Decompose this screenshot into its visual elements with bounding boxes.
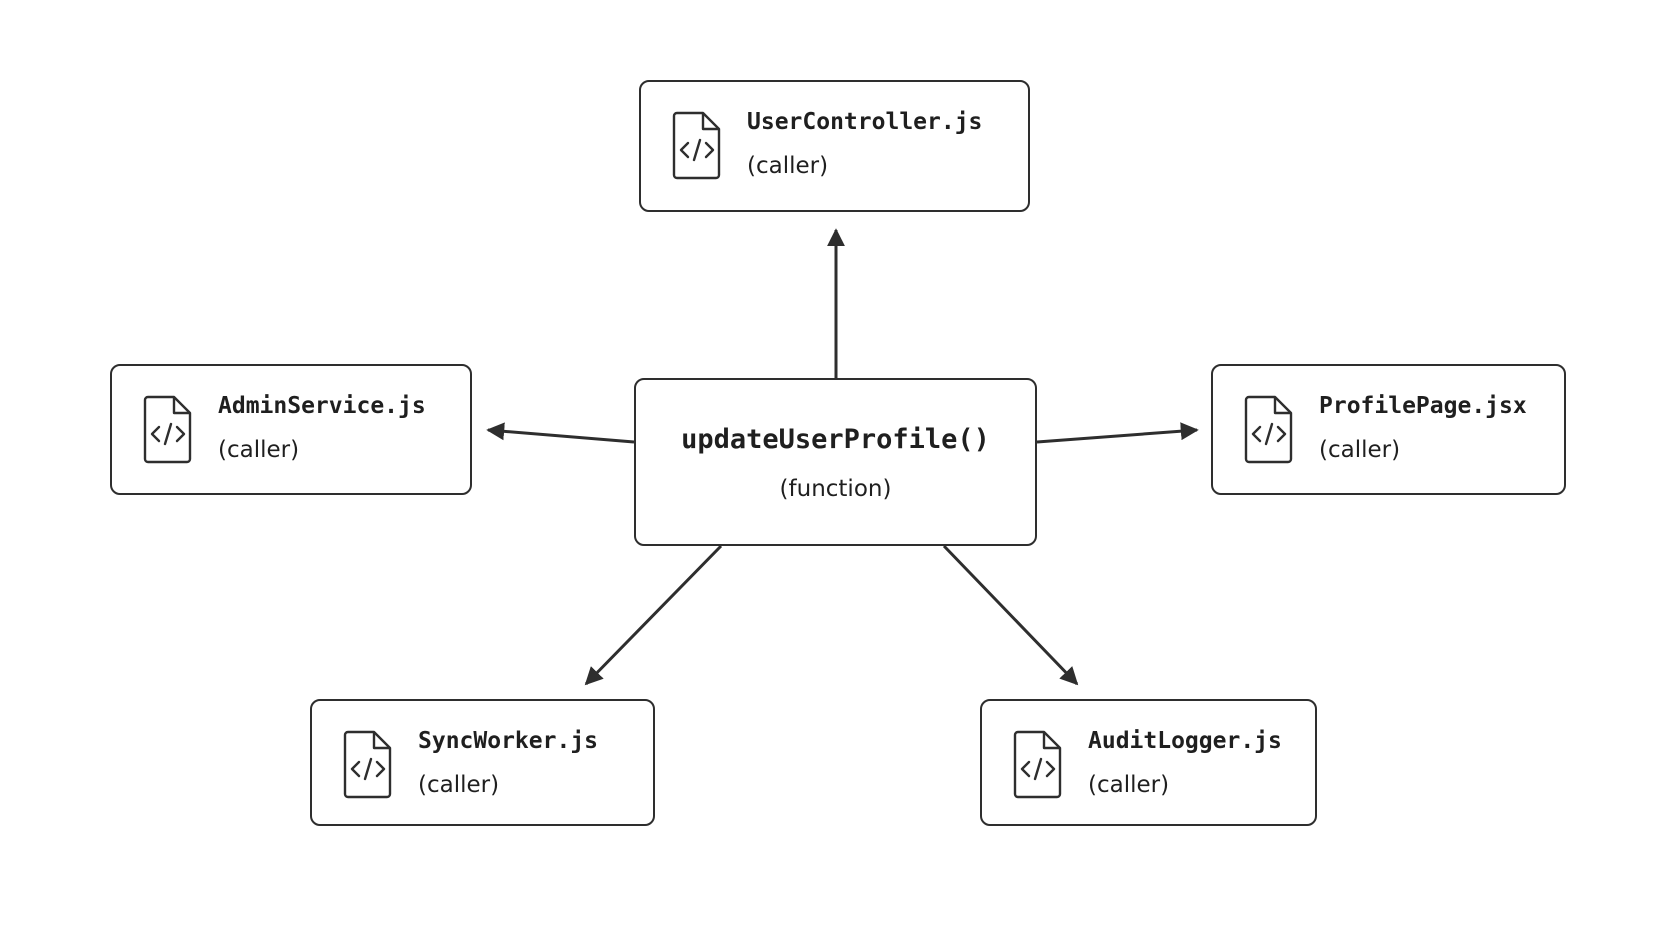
caller-role-label: (caller) (218, 437, 300, 463)
caller-node-profilepage[interactable]: ProfilePage.jsx (caller) (1211, 364, 1566, 495)
caller-file-name: AuditLogger.js (1088, 728, 1282, 754)
caller-file-name: AdminService.js (218, 393, 426, 419)
edge-to-profilepage (1036, 422, 1199, 444)
caller-node-syncworker[interactable]: SyncWorker.js (caller) (310, 699, 655, 826)
edge-to-auditlogger (942, 544, 1079, 686)
caller-file-name: UserController.js (747, 109, 983, 135)
code-file-icon (343, 730, 392, 799)
edge-to-syncworker (584, 544, 723, 686)
caller-node-adminservice[interactable]: AdminService.js (caller) (110, 364, 472, 495)
code-file-icon (1244, 395, 1293, 464)
caller-role-label: (caller) (1088, 772, 1170, 798)
edge-to-adminservice (486, 422, 635, 444)
caller-node-auditlogger[interactable]: AuditLogger.js (caller) (980, 699, 1317, 826)
code-file-icon (672, 111, 721, 180)
caller-file-name: ProfilePage.jsx (1319, 393, 1527, 419)
caller-role-label: (caller) (1319, 437, 1401, 463)
function-node-updateuserprofile[interactable]: updateUserProfile() (function) (634, 378, 1037, 546)
caller-role-label: (caller) (747, 153, 829, 179)
caller-file-name: SyncWorker.js (418, 728, 599, 754)
code-file-icon (143, 395, 192, 464)
code-file-icon (1013, 730, 1062, 799)
function-name: updateUserProfile() (681, 424, 990, 455)
caller-role-label: (caller) (418, 772, 500, 798)
function-role-label: (function) (779, 476, 892, 502)
caller-node-usercontroller[interactable]: UserController.js (caller) (639, 80, 1030, 212)
